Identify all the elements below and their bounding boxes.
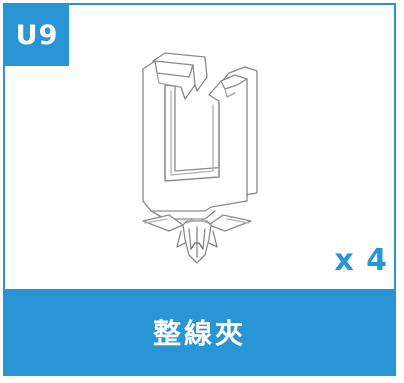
part-name: 整線夾 bbox=[152, 316, 246, 350]
part-card: U9 x 4 整線夾 bbox=[3, 3, 396, 376]
quantity-label: x 4 bbox=[334, 243, 388, 278]
part-code: U9 bbox=[15, 20, 59, 51]
cable-clip-icon bbox=[142, 52, 258, 264]
part-name-banner: 整線夾 bbox=[5, 289, 394, 374]
part-code-badge: U9 bbox=[5, 5, 69, 66]
